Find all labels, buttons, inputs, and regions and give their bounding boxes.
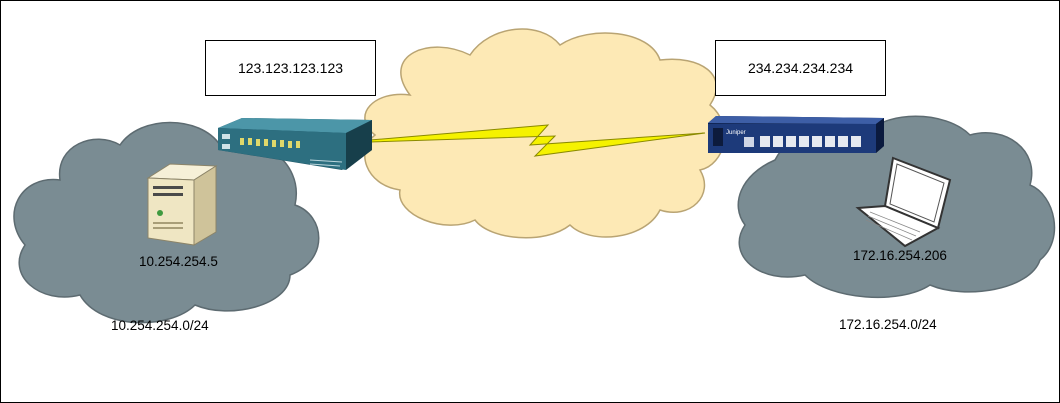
left-public-ip-box: 123.123.123.123 (205, 40, 376, 96)
right-subnet-label: 172.16.254.0/24 (839, 317, 937, 332)
internet-cloud (364, 28, 726, 239)
left-host-ip: 10.254.254.5 (139, 254, 218, 269)
lightning-link-icon (369, 124, 706, 157)
juniper-brand-text: Juniper (726, 130, 746, 136)
laptop-icon (855, 156, 952, 248)
right-public-ip-box: 234.234.234.234 (715, 40, 886, 96)
left-public-ip: 123.123.123.123 (237, 60, 344, 76)
right-host-ip: 172.16.254.206 (853, 248, 947, 263)
juniper-srx-firewall-icon: Juniper (708, 116, 884, 153)
left-subnet-label: 10.254.254.0/24 (111, 318, 209, 333)
right-public-ip: 234.234.234.234 (747, 60, 854, 76)
cisco-asa-firewall-icon (218, 118, 372, 170)
server-icon (146, 163, 218, 246)
